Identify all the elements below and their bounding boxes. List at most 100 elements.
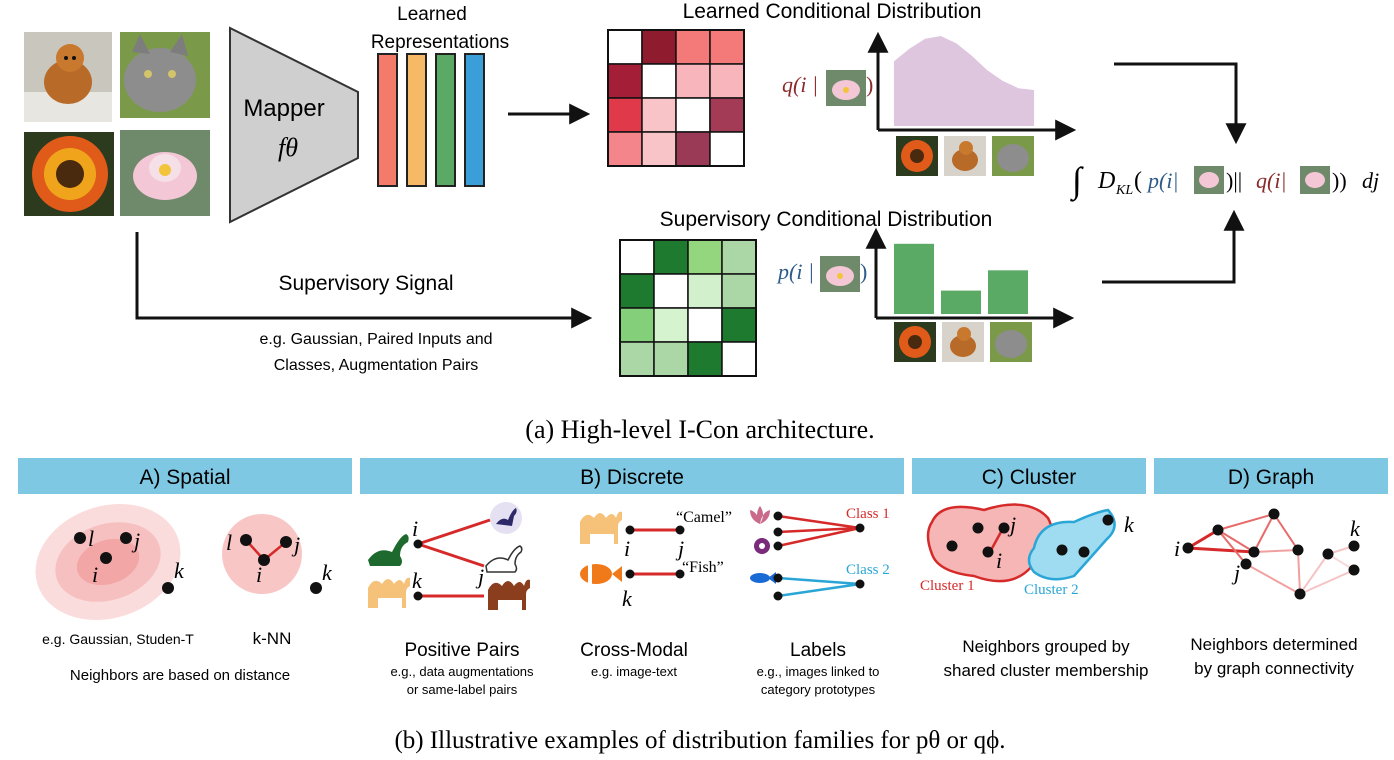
matrix-border [619,239,757,377]
positive-pairs-example: i j k [368,502,530,610]
kl-formula: ∫ D KL ( p(i| )|| q(i| )) dj [1070,160,1379,202]
var-j: j [131,528,140,553]
matrix-cell [641,131,677,167]
matrix-cell [641,63,677,99]
image-sunflower [24,132,114,216]
representation-bars [377,53,485,187]
kl-open: ( [1134,168,1142,194]
var-k-pos: k [412,568,423,593]
arrow-p-to-kl [1102,209,1245,284]
kl-mid: )|| [1226,168,1242,193]
cluster-example: j i k Cluster 1 Cluster 2 [920,503,1135,598]
camel-icon [368,577,410,608]
cross-modal-desc: e.g. image-text [591,664,677,679]
representation-bar [435,53,456,187]
cross-modal-example: “Camel” “Fish” i j k [580,509,732,611]
matrix-cell [675,29,711,65]
matrix-cell [709,97,745,133]
fish-icon [580,564,622,584]
matrix-cell [607,63,643,99]
p-label-close: ) [860,259,867,284]
cluster-desc2: shared cluster membership [943,661,1148,680]
header-cluster: C) Cluster [982,466,1077,489]
var-k-graph: k [1350,516,1361,541]
matrix-cell [641,97,677,133]
labels-desc2: category prototypes [761,682,876,697]
flower-icon [754,538,770,554]
lotus-thumb-p [820,256,860,292]
learned-similarity-matrix [607,29,745,167]
labels-title: Labels [790,640,846,661]
var-j-graph: j [1231,560,1240,585]
var-i-cross: i [624,536,630,561]
supervisory-cond-title: Supervisory Conditional Distribution [660,208,993,231]
matrix-border [607,29,745,167]
positive-pairs-title: Positive Pairs [404,640,519,661]
matrix-cell [653,273,689,309]
var-l: l [88,526,94,551]
q-label: q(i | [782,72,818,97]
kl-integral: ∫ [1070,160,1084,202]
learned-axis-thumbs [896,136,1034,176]
image-cat [120,32,210,118]
matrix-cell [607,97,643,133]
supervisory-bar [988,270,1028,314]
dinosaur-icon [368,534,409,566]
representation-bar [464,53,485,187]
spatial-sub1: e.g. Gaussian, Studen-T [42,631,194,647]
dinosaur-outline-icon [485,545,523,573]
matrix-cell [709,29,745,65]
matrix-cell [607,131,643,167]
cluster-desc1: Neighbors grouped by [962,637,1130,656]
matrix-cell [687,341,723,377]
fish-text: “Fish” [682,559,724,576]
var-k-knn: k [322,560,333,585]
signal-examples-line1: e.g. Gaussian, Paired Inputs and [259,331,492,348]
fish-blue-icon [750,572,776,584]
matrix-cell [653,239,689,275]
image-dog [24,32,112,122]
mapper-symbol: fθ [278,133,298,162]
mapper: Mapper fθ [229,26,359,224]
supervisory-axis-thumbs [894,322,1032,362]
header-spatial: A) Spatial [139,466,230,489]
learned-repr-line2: Representations [371,32,509,53]
supervisory-bar [894,243,934,314]
camel-icon-cross [580,511,622,544]
kl-dj: dj [1362,168,1379,193]
positive-pairs-desc1: e.g., data augmentations [390,664,534,679]
matrix-cell [687,239,723,275]
family-headers: A) Spatial B) Discrete C) Cluster D) Gra… [18,458,1388,494]
var-i-graph: i [1174,536,1180,561]
var-k-cluster: k [1124,512,1135,537]
kl-d: D [1097,168,1115,194]
kl-q: q(i| [1256,168,1287,193]
var-k-cross: k [622,586,633,611]
cluster2-label: Cluster 2 [1024,582,1079,598]
input-images [24,32,210,216]
cluster2-shape [1027,508,1116,581]
spatial-knn-example: l j i k [222,514,333,594]
supervisory-similarity-matrix [619,239,757,377]
signal-examples-line2: Classes, Augmentation Pairs [274,357,479,374]
camel-text: “Camel” [676,509,732,526]
matrix-cell [619,239,655,275]
matrix-cell [709,131,745,167]
matrix-cell [687,307,723,343]
matrix-cell [619,273,655,309]
positive-pairs-desc2: or same-label pairs [407,682,518,697]
var-j-knn: j [291,532,300,557]
learned-distribution-chart [867,31,1077,141]
kl-close: )) [1332,168,1347,193]
arrow-q-to-kl [1114,62,1247,145]
graph-desc1: Neighbors determined [1190,635,1357,654]
camel-brown-icon [488,579,530,610]
lotus-icon [750,506,770,524]
var-i-cluster: i [996,548,1002,573]
labels-desc1: e.g., images linked to [757,664,880,679]
p-label: p(i | [776,259,814,284]
representation-bar [406,53,427,187]
learned-cond-title: Learned Conditional Distribution [683,0,982,23]
representation-bar [377,53,398,187]
matrix-cell [653,307,689,343]
